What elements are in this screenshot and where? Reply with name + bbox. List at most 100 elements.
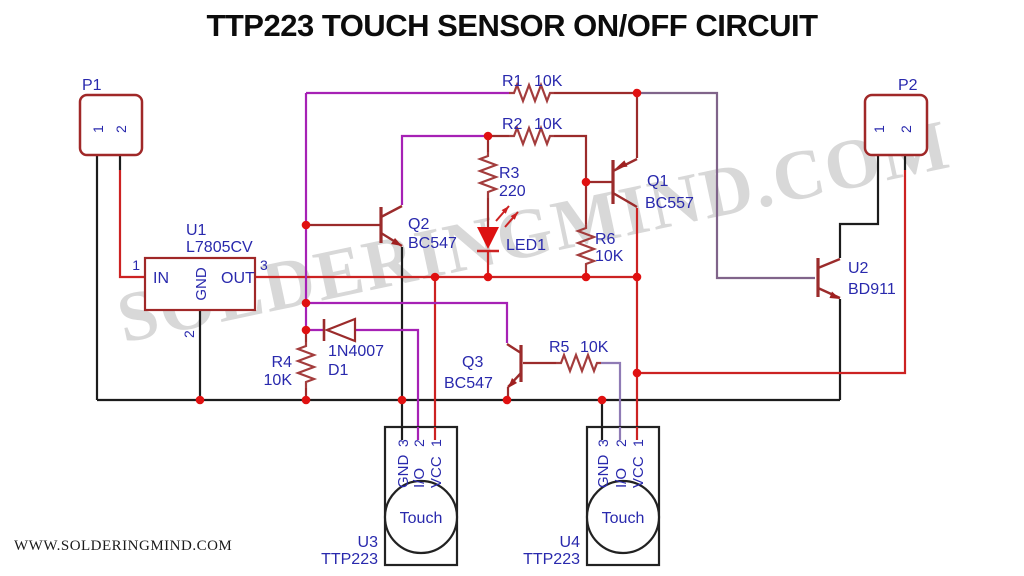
r2-value: 10K: [534, 116, 563, 133]
p2-pin2-number: 2: [898, 125, 914, 133]
q1-part: BC557: [645, 195, 694, 212]
q3-emitter-arrow: [508, 378, 517, 388]
purple-wires: [304, 91, 509, 440]
led1-ref: LED1: [506, 237, 546, 254]
r3-value: 220: [499, 183, 526, 200]
junction-dots: [195, 88, 642, 405]
r4-value: 10K: [264, 372, 293, 389]
p1-pin2-number: 2: [113, 125, 129, 133]
u1-pin2-number: 2: [181, 330, 197, 338]
wire-to-q3-collector: [306, 301, 509, 343]
d1-part: 1N4007: [328, 343, 384, 360]
q2-emitter-arrow: [391, 238, 402, 246]
u4-touch-label: Touch: [602, 510, 645, 527]
u2-ref: U2: [848, 260, 869, 277]
u3-pin1-number: 1: [428, 439, 444, 447]
wire-r5-to-u4-io: [601, 361, 622, 440]
u1-pin-gnd-label: GND: [193, 267, 210, 301]
u1-ref: U1: [186, 222, 207, 239]
led1-symbol: [477, 205, 519, 253]
q1-ref: Q1: [647, 173, 668, 190]
wire-out-to-p2: [637, 170, 907, 375]
violet-wires: [601, 91, 815, 440]
r1-value: 10K: [534, 73, 563, 90]
p2-pin1-number: 1: [871, 125, 887, 133]
footer-url: WWW.SOLDERINGMIND.COM: [14, 538, 233, 554]
q3-part: BC547: [444, 375, 493, 392]
connector-p2-box: [863, 93, 929, 157]
wire-p1-to-u1-in: [118, 170, 145, 279]
u3-io-label: I/O: [411, 468, 428, 488]
page-title: TTP223 TOUCH SENSOR ON/OFF CIRCUIT: [206, 8, 818, 43]
u4-ref: U4: [560, 534, 581, 551]
connector-p1-box: [78, 93, 144, 157]
u3-pin2-number: 2: [411, 439, 427, 447]
q2-ref: Q2: [408, 216, 429, 233]
resistor-r2: [509, 124, 554, 148]
p2-ref: P2: [898, 77, 918, 94]
wire-r2-right: [554, 134, 588, 182]
p1-ref: P1: [82, 77, 102, 94]
wire-d1-to-u3-io: [355, 328, 420, 440]
r4-ref: R4: [272, 354, 293, 371]
u4-io-label: I/O: [613, 468, 630, 488]
r5-ref: R5: [549, 339, 570, 356]
u4-vcc-label: VCC: [630, 456, 647, 488]
u1-pin-in-label: IN: [153, 270, 169, 287]
d1-triangle: [323, 317, 357, 343]
led1-arrowhead-2: [510, 212, 518, 220]
p1-pin1-number: 1: [90, 125, 106, 133]
u1-pin3-number: 3: [260, 257, 268, 273]
resistor-r4: [294, 342, 318, 388]
transistor-u2-symbol: [816, 257, 841, 300]
q3-ref: Q3: [462, 354, 483, 371]
u2-part: BD911: [848, 281, 896, 298]
resistor-r1: [509, 81, 554, 105]
u1-pin1-number: 1: [132, 257, 140, 273]
resistors: [294, 81, 601, 388]
wire-q2-collector-to-r2: [400, 134, 488, 205]
transistor-q3-symbol: [506, 342, 523, 388]
resistor-r6: [574, 224, 598, 270]
wire-r1-to-u2-base: [637, 91, 815, 280]
q1-emitter-arrow: [616, 160, 628, 168]
led1-arrowhead-1: [501, 206, 509, 214]
u4-pin3-number: 3: [595, 439, 611, 447]
u3-touch-pad-circle: [383, 479, 459, 555]
diode-d1-symbol: [322, 317, 357, 343]
d1-ref: D1: [328, 362, 349, 379]
r1-ref: R1: [502, 73, 523, 90]
q2-part: BC547: [408, 235, 457, 252]
r6-ref: R6: [595, 231, 616, 248]
u4-pin1-number: 1: [630, 439, 646, 447]
wire-p2-pin1-u2-collector: [838, 155, 880, 258]
u3-vcc-label: VCC: [428, 456, 445, 488]
u4-pin2-number: 2: [613, 439, 629, 447]
module-pin-stubs: [400, 427, 639, 440]
transistor-q2-symbol: [379, 204, 403, 248]
resistor-r5: [556, 351, 601, 375]
u1-part: L7805CV: [186, 239, 253, 256]
u2-emitter-arrow: [829, 291, 840, 299]
r5-value: 10K: [580, 339, 609, 356]
r3-ref: R3: [499, 165, 520, 182]
u4-touch-pad-circle: [585, 479, 661, 555]
r2-ref: R2: [502, 116, 523, 133]
regulator-u1-box: [143, 256, 257, 312]
resistor-r3: [476, 152, 500, 198]
led1-triangle: [477, 227, 499, 249]
r6-value: 10K: [595, 248, 624, 265]
transistor-q1-symbol: [611, 157, 638, 209]
u4-gnd-label: GND: [595, 455, 612, 489]
u3-part: TTP223: [321, 551, 378, 568]
labels: P1 1 2 P2 1 2 U1 L7805CV IN OUT GND 1 3 …: [82, 73, 918, 568]
u3-touch-label: Touch: [400, 510, 443, 527]
u3-pin3-number: 3: [395, 439, 411, 447]
u3-ref: U3: [358, 534, 379, 551]
transistors: [379, 157, 841, 388]
black-wires: [95, 155, 907, 440]
u1-pin-out-label: OUT: [221, 270, 255, 287]
u3-gnd-label: GND: [395, 455, 412, 489]
